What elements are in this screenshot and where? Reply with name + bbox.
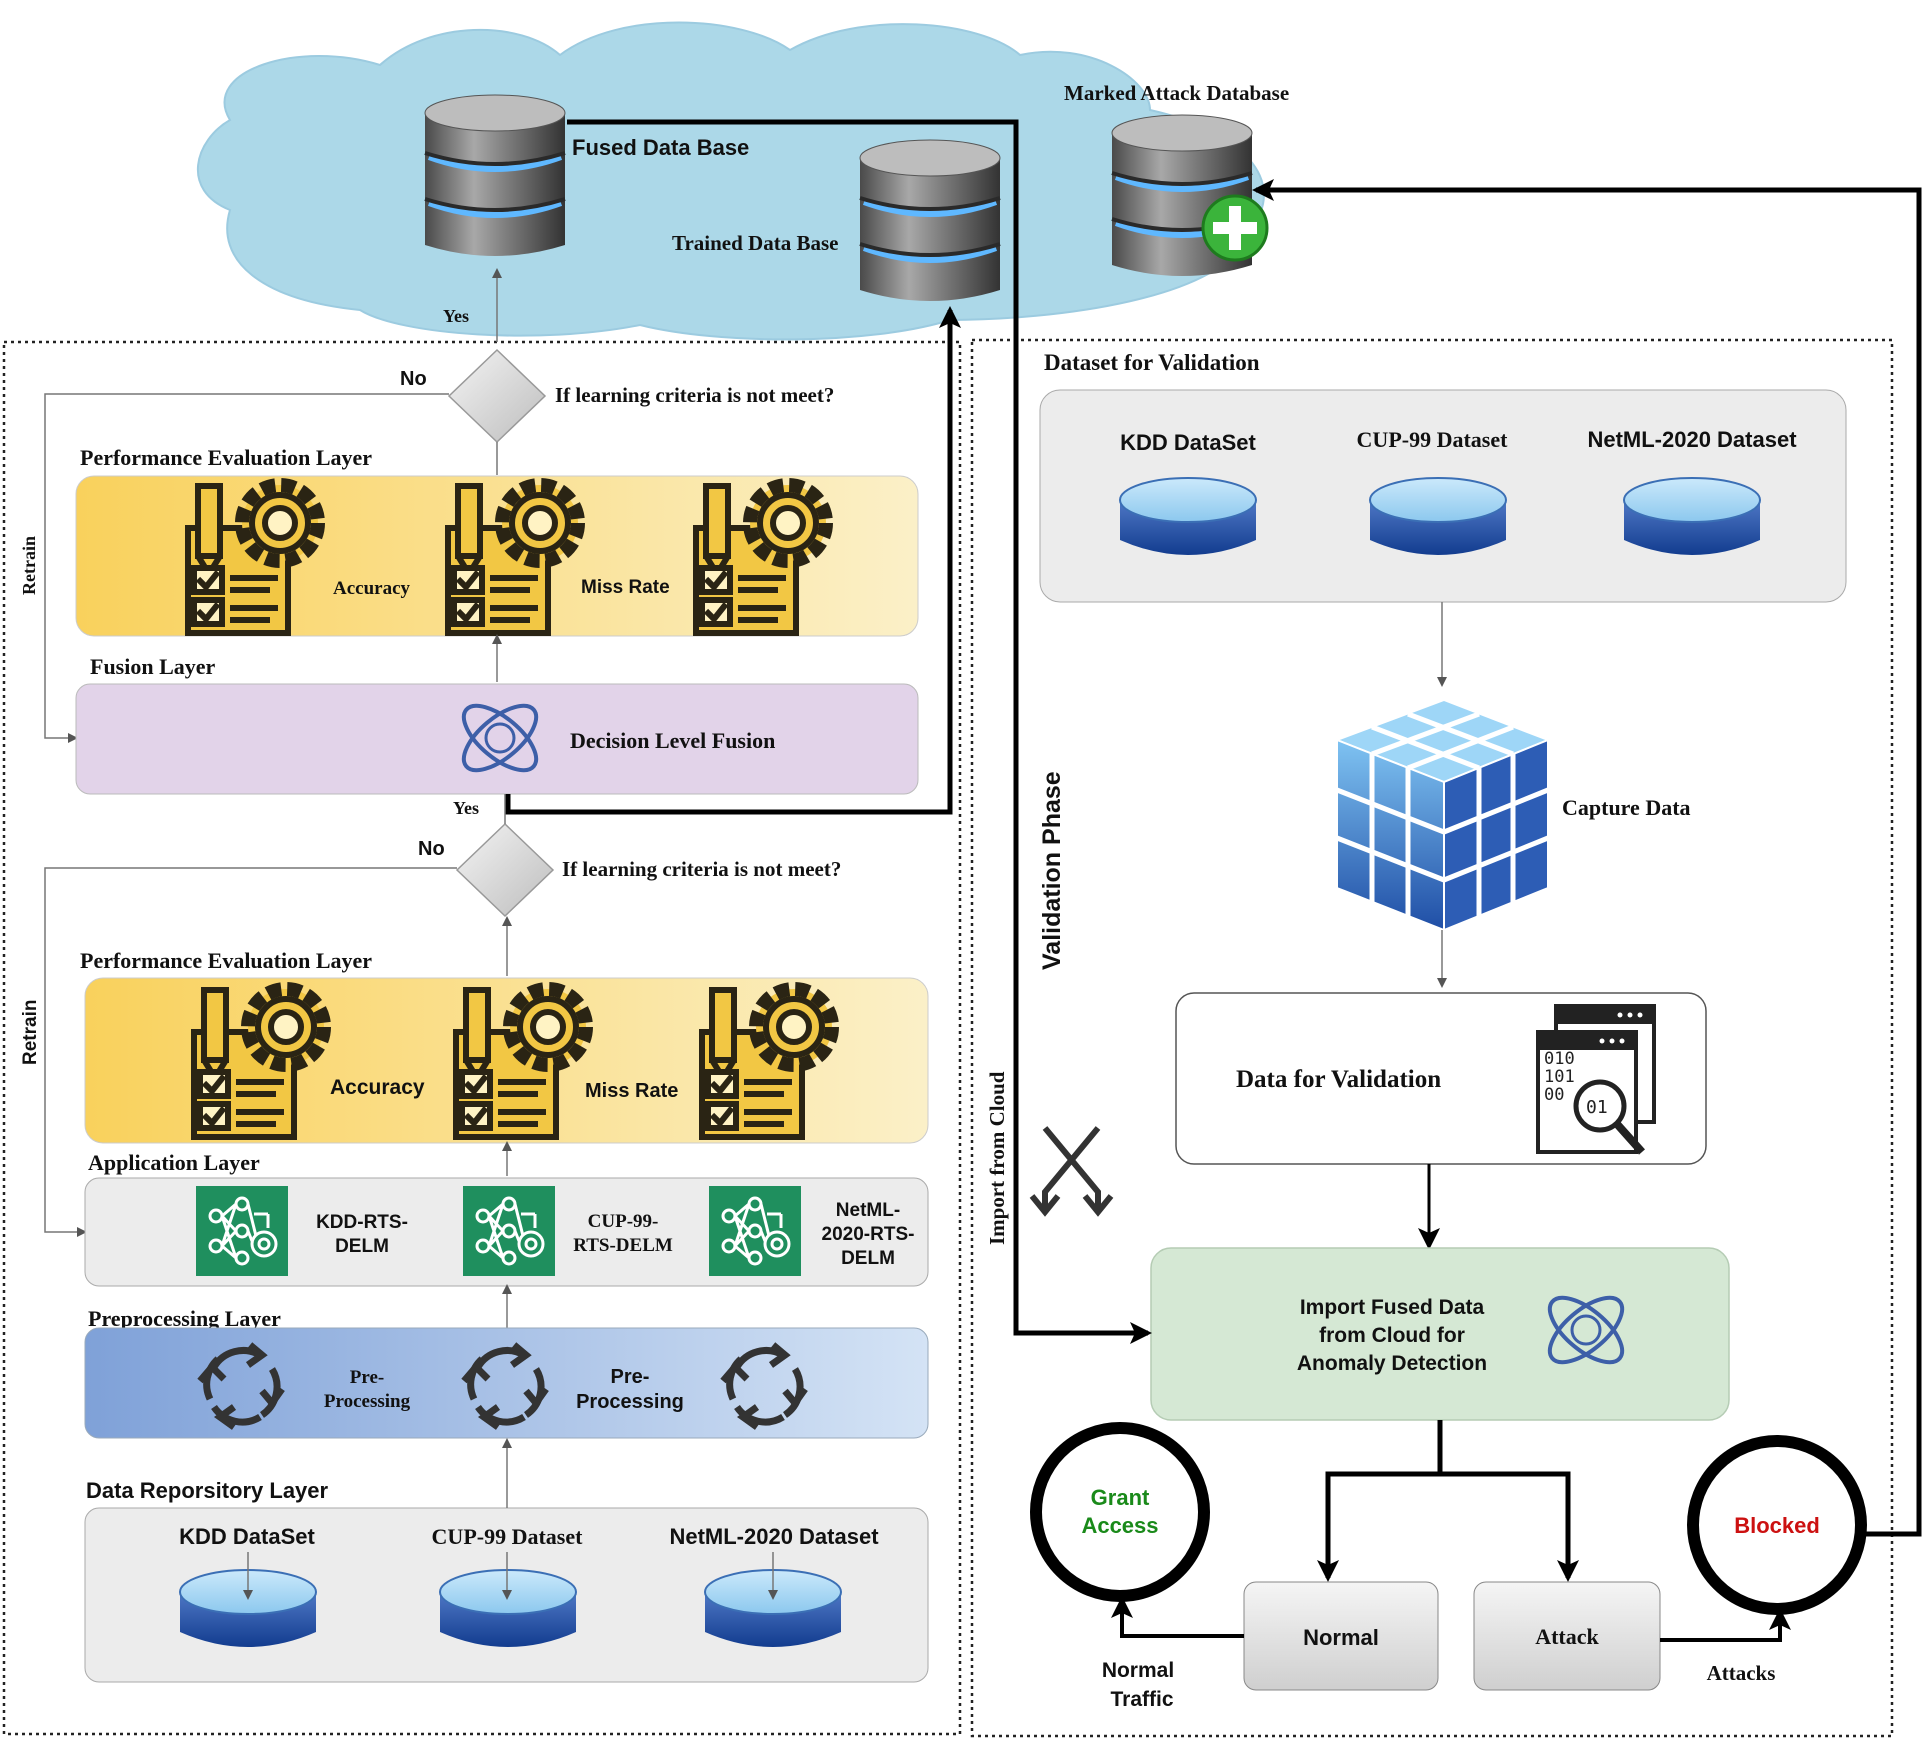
- neural-network-icon: [194, 1184, 290, 1278]
- fused-database-icon: [425, 95, 565, 256]
- import-fused-line2: from Cloud for: [1319, 1324, 1465, 1347]
- app-netml-line3: DELM: [841, 1248, 895, 1269]
- pre-2-line1: Pre-: [611, 1366, 650, 1388]
- decision-mid-label: If learning criteria is not meet?: [562, 857, 841, 881]
- data-for-validation-label: Data for Validation: [1236, 1066, 1441, 1093]
- repo-netml-label: NetML-2020 Dataset: [669, 1524, 879, 1549]
- yes-mid-label: Yes: [453, 798, 479, 818]
- repository-title: Data Reporsitory Layer: [86, 1478, 329, 1503]
- validation-phase-label: Validation Phase: [1038, 771, 1066, 970]
- repo-kdd-label: KDD DataSet: [179, 1524, 315, 1549]
- normal-traffic-line1: Normal: [1102, 1659, 1174, 1682]
- fusion-title: Fusion Layer: [90, 654, 216, 679]
- shuffle-arrows-icon: [1029, 1126, 1114, 1217]
- fused-db-label: Fused Data Base: [572, 135, 749, 160]
- normal-label: Normal: [1303, 1625, 1379, 1650]
- val-kdd-disk-icon: [1119, 477, 1257, 556]
- grant-line2: Access: [1081, 1513, 1158, 1538]
- attack-label: Attack: [1535, 1624, 1599, 1649]
- pre-1-line2: Processing: [324, 1391, 411, 1412]
- fusion-label: Decision Level Fusion: [570, 728, 775, 753]
- import-fused-line3: Anomaly Detection: [1297, 1352, 1487, 1375]
- validation-panel: [970, 338, 1894, 1738]
- yes-top-label: Yes: [443, 306, 469, 326]
- val-netml-disk-icon: [1623, 477, 1761, 556]
- val-cup-label: CUP-99 Dataset: [1357, 427, 1509, 452]
- normal-traffic-line2: Traffic: [1110, 1688, 1173, 1711]
- cup-disk-icon: [439, 1569, 577, 1648]
- binary-line-4: 01: [1586, 1097, 1608, 1118]
- perf-top-title: Performance Evaluation Layer: [80, 445, 372, 470]
- data-cube-icon: [1334, 698, 1551, 932]
- app-cup-line2: RTS-DELM: [573, 1235, 673, 1256]
- blocked-label: Blocked: [1734, 1513, 1820, 1538]
- no-mid-label: No: [418, 838, 445, 860]
- val-kdd-label: KDD DataSet: [1120, 430, 1256, 455]
- decision-top-diamond: [448, 349, 546, 443]
- perf-bottom-accuracy: Accuracy: [330, 1076, 425, 1099]
- attacks-label: Attacks: [1707, 1661, 1776, 1685]
- retrain-mid-label: Retrain: [20, 1000, 41, 1065]
- import-from-cloud-label: Import from Cloud: [985, 1071, 1009, 1245]
- app-netml-line1: NetML-: [836, 1200, 900, 1221]
- binary-line-1: 010: [1544, 1049, 1575, 1069]
- neural-network-icon: [461, 1184, 557, 1278]
- no-top-label: No: [400, 368, 427, 390]
- trained-database-icon: [860, 140, 1000, 301]
- app-cup-line1: CUP-99-: [588, 1211, 659, 1232]
- pre-2-line2: Processing: [576, 1391, 684, 1413]
- capture-label: Capture Data: [1562, 795, 1691, 820]
- perf-top-missrate: Miss Rate: [581, 577, 670, 598]
- attack-box: [1473, 1581, 1661, 1691]
- binary-line-2: 101: [1544, 1067, 1575, 1087]
- trained-db-label: Trained Data Base: [672, 231, 838, 255]
- binary-search-icon: 010 101 00 01: [1536, 1004, 1656, 1155]
- app-kdd-line1: KDD-RTS-: [316, 1212, 408, 1233]
- neural-network-icon: [707, 1184, 803, 1278]
- validation-title: Dataset for Validation: [1044, 350, 1260, 375]
- perf-top-accuracy: Accuracy: [333, 578, 411, 599]
- val-netml-label: NetML-2020 Dataset: [1587, 427, 1797, 452]
- decision-top-label: If learning criteria is not meet?: [555, 383, 834, 407]
- grant-access-circle: [1030, 1422, 1210, 1602]
- decision-mid-diamond: [456, 823, 554, 917]
- training-panel: [2, 340, 962, 1736]
- perf-bottom-title: Performance Evaluation Layer: [80, 948, 372, 973]
- grant-line1: Grant: [1091, 1485, 1150, 1510]
- marked-db-label: Marked Attack Database: [1064, 81, 1289, 105]
- preprocessing-title: Preprocessing Layer: [88, 1306, 281, 1331]
- application-title: Application Layer: [88, 1150, 260, 1175]
- app-kdd-line2: DELM: [335, 1236, 389, 1257]
- pre-1-line1: Pre-: [350, 1367, 384, 1388]
- repo-cup-label: CUP-99 Dataset: [432, 1524, 584, 1549]
- app-netml-line2: 2020-RTS-: [822, 1224, 915, 1245]
- import-fused-line1: Import Fused Data: [1300, 1296, 1485, 1319]
- cloud: [196, 21, 1265, 341]
- retrain-top-label: Retrain: [19, 536, 39, 595]
- val-cup-disk-icon: [1369, 477, 1507, 556]
- binary-line-3: 00: [1544, 1085, 1564, 1105]
- plus-icon: [1201, 194, 1269, 262]
- perf-bottom-missrate: Miss Rate: [585, 1080, 678, 1102]
- fusion-band: [75, 683, 919, 795]
